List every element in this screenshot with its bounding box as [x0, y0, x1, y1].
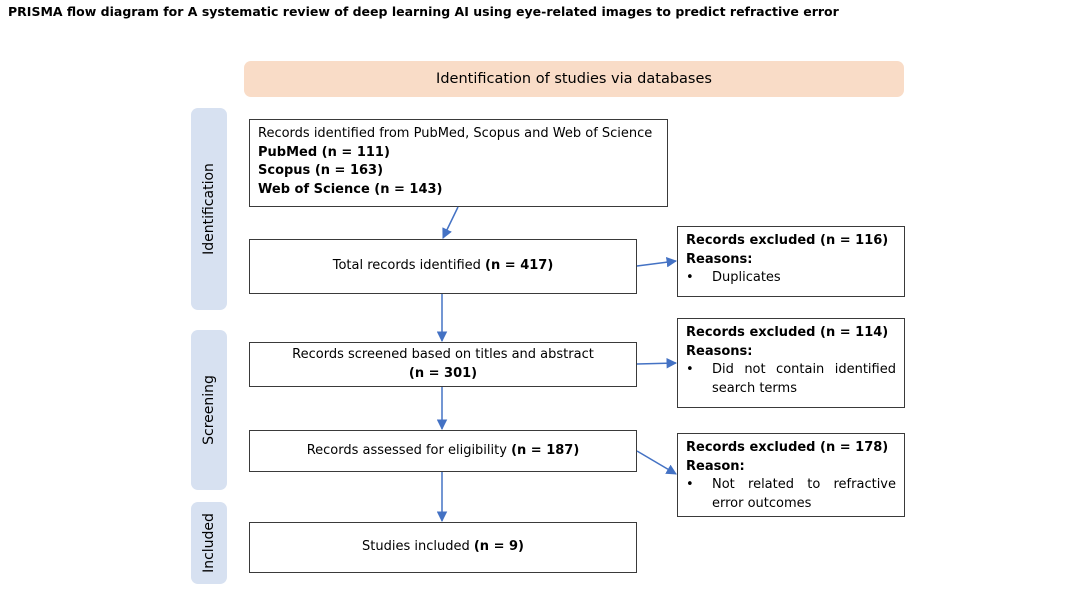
- banner-label: Identification of studies via databases: [436, 71, 712, 87]
- records-identified-box: Records identified from PubMed, Scopus a…: [249, 119, 668, 207]
- eligibility-text: Records assessed for eligibility: [306, 442, 512, 458]
- excluded-search-terms-reasons: Reasons:: [686, 343, 753, 359]
- phase-identification: Identification: [191, 108, 227, 310]
- excluded-duplicates-reason: Duplicates: [712, 270, 781, 285]
- arrow-total-to-excluded: [636, 256, 678, 268]
- bullet-dot: •: [686, 477, 694, 492]
- pubmed-count: PubMed (n = 111): [258, 144, 390, 160]
- eligibility-box: Records assessed for eligibility (n = 18…: [249, 430, 637, 472]
- excluded-duplicates-title: Records excluded (n = 116): [686, 233, 889, 248]
- excluded-search-terms-reason: Did not contain identified search terms: [712, 362, 896, 396]
- excluded-outcomes-title: Records excluded (n = 178): [686, 440, 889, 455]
- records-screened-text: Records screened based on titles and abs…: [292, 347, 594, 362]
- excluded-duplicates-reasons: Reasons:: [686, 251, 753, 267]
- bullet-dot: •: [686, 362, 694, 377]
- eligibility-count: (n = 187): [511, 442, 580, 458]
- arrow-identified-to-total: [442, 206, 459, 239]
- excluded-outcomes-reasons: Reason:: [686, 458, 745, 474]
- bullet-dot: •: [686, 270, 694, 285]
- records-identified-line: Records identified from PubMed, Scopus a…: [258, 126, 653, 141]
- scopus-count: Scopus (n = 163): [258, 163, 384, 178]
- total-records-text: Total records identified: [332, 258, 486, 274]
- arrow-screened-to-excluded: [636, 357, 678, 369]
- total-records-count: (n = 417): [485, 258, 554, 274]
- excluded-outcomes-box: Records excluded (n = 178) Reason: • Not…: [677, 433, 905, 517]
- excluded-search-terms-box: Records excluded (n = 114) Reasons: • Di…: [677, 318, 905, 408]
- excluded-search-terms-title: Records excluded (n = 114): [686, 325, 889, 340]
- excluded-outcomes-reason: Not related to refractive error outcomes: [712, 477, 896, 511]
- phase-screening: Screening: [191, 330, 227, 490]
- excluded-search-terms-item: • Did not contain identified search term…: [686, 361, 896, 398]
- wos-count: Web of Science (n = 143): [258, 181, 443, 197]
- arrow-eligibility-to-excluded: [636, 450, 677, 475]
- studies-included-box: Studies included (n = 9): [249, 522, 637, 573]
- excluded-outcomes-item: • Not related to refractive error outcom…: [686, 476, 896, 513]
- records-screened-box: Records screened based on titles and abs…: [249, 342, 637, 387]
- records-screened-count: (n = 301): [408, 365, 478, 381]
- diagram-title: PRISMA flow diagram for A systematic rev…: [8, 4, 839, 19]
- identification-banner: Identification of studies via databases: [244, 61, 904, 97]
- studies-included-count: (n = 9): [473, 539, 524, 555]
- excluded-duplicates-box: Records excluded (n = 116) Reasons: • Du…: [677, 226, 905, 297]
- total-records-box: Total records identified (n = 417): [249, 239, 637, 294]
- phase-included: Included: [191, 502, 227, 584]
- excluded-duplicates-item: • Duplicates: [686, 269, 896, 288]
- studies-included-text: Studies included: [362, 539, 474, 555]
